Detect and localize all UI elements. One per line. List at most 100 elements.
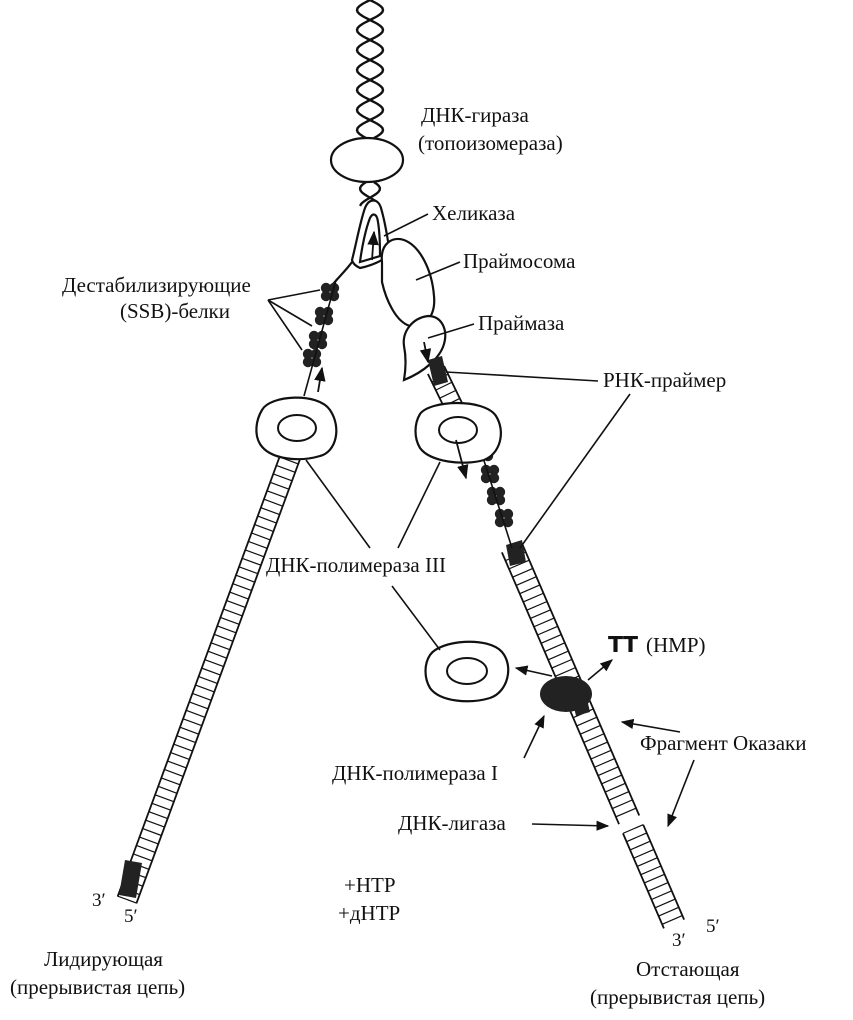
lagging-strand-label: Отстающая <box>636 957 740 981</box>
base-pair-rung <box>587 741 608 752</box>
base-pair-rung <box>185 709 206 718</box>
ssb-protein-lobe <box>502 516 514 528</box>
base-pair-rung <box>597 766 619 777</box>
lagging-strand-label-sub: (прерывистая цепь) <box>590 985 765 1009</box>
pol3-label: ДНК-полимераза III <box>266 553 446 577</box>
base-pair-rung <box>515 576 537 586</box>
base-pair-rung <box>207 650 227 659</box>
pol3-release-arrow <box>514 665 553 677</box>
base-pair-rung <box>661 915 683 925</box>
base-pair-rung <box>201 667 221 676</box>
ssb-protein-lobe <box>486 494 498 506</box>
base-pair-rung <box>238 566 259 575</box>
helix-strand-a <box>355 0 385 140</box>
base-pair-rung <box>601 774 623 785</box>
nmp-label: (НМР) <box>646 633 706 657</box>
leading-strand-label: Лидирующая <box>44 947 163 971</box>
base-pair-rung <box>651 890 672 901</box>
helicase-label: Хеликаза <box>432 201 516 225</box>
strand-rail <box>116 448 284 897</box>
leading-3prime-label: 3′ <box>92 890 106 911</box>
base-pair-rung <box>533 617 555 628</box>
base-pair-rung <box>195 684 215 693</box>
dna-polymerase-iii-right <box>414 401 502 464</box>
base-pair-rung <box>276 464 296 473</box>
dna-polymerase-i-shape <box>540 676 592 712</box>
base-pair-rung <box>622 824 644 834</box>
ssb-protein-lobe <box>488 472 500 484</box>
base-pair-rung <box>220 616 240 625</box>
base-pair-rung <box>640 865 662 876</box>
ssb-protein-lobe <box>488 464 500 476</box>
base-pair-rung <box>176 735 196 744</box>
ssb-leader-3 <box>267 299 303 351</box>
base-pair-rung <box>223 608 243 617</box>
base-pair-rung <box>226 599 246 609</box>
primase-label: Праймаза <box>478 311 565 335</box>
base-pair-rung <box>604 782 626 793</box>
leading-template-single-strand <box>303 279 337 397</box>
rna-primer-leader-1 <box>445 371 599 382</box>
helix-lower-strand-a <box>359 181 382 207</box>
rna-primer-leader-2 <box>519 393 631 549</box>
dna-gyrase-shape <box>329 136 405 184</box>
okazaki-leader-2 <box>667 759 695 828</box>
base-pair-rung <box>580 724 601 735</box>
base-pair-rung <box>526 600 548 611</box>
okazaki-label: Фрагмент Оказаки <box>640 731 806 755</box>
ssb-protein-lobe <box>308 338 320 350</box>
ssb-label-sub: (SSB)-белки <box>120 299 230 323</box>
base-pair-rung <box>179 726 199 735</box>
lagging-rna-primer-top <box>428 356 448 386</box>
base-pair-rung <box>537 625 558 636</box>
base-pair-rung <box>117 895 137 904</box>
base-pair-rung <box>530 609 551 620</box>
ssb-protein-lobe <box>494 486 506 498</box>
dntp-label: +дНТР <box>338 901 400 925</box>
base-pair-rung <box>266 490 287 499</box>
base-pair-rung <box>235 574 255 583</box>
base-pair-rung <box>164 768 184 777</box>
strand-rail <box>622 833 665 929</box>
direction-arrows <box>314 230 469 480</box>
primosome-leader <box>415 261 461 281</box>
lagging-strand <box>427 356 685 929</box>
ssb-protein-lobe <box>320 290 332 302</box>
base-pair-rung <box>594 757 615 768</box>
base-pair-rung <box>257 515 277 524</box>
base-pair-rung <box>136 844 156 853</box>
base-pair-rung <box>260 507 280 516</box>
base-pair-rung <box>658 906 680 917</box>
primase-leader <box>427 323 475 339</box>
ssb-protein-lobe <box>302 348 314 360</box>
helicase-leader <box>383 213 429 237</box>
dna-polymerase-iii-left <box>255 396 338 461</box>
okazaki-leader-1 <box>620 718 681 733</box>
parental-double-helix <box>355 0 385 207</box>
dna-polymerase-iii-released <box>424 640 510 703</box>
ssb-leader-1 <box>267 289 321 301</box>
lagging-5prime-label: 5′ <box>706 916 720 937</box>
pol3-leader-3 <box>391 585 441 651</box>
base-pair-rung <box>254 523 274 533</box>
base-pair-rung <box>154 794 175 803</box>
leading-strand <box>116 448 303 904</box>
lagging-3prime-label: 3′ <box>672 930 686 951</box>
pol3-leader-1 <box>305 459 371 549</box>
base-pair-rung <box>544 642 566 653</box>
ligase-label: ДНК-лигаза <box>398 811 506 835</box>
base-pair-rung <box>229 591 249 600</box>
ssb-protein-lobe <box>302 356 314 368</box>
base-pair-rung <box>148 811 168 820</box>
base-pair-rung <box>170 752 190 761</box>
ntp-label: +НТР <box>344 873 396 897</box>
pol1-label: ДНК-полимераза I <box>332 761 498 785</box>
base-pair-rung <box>151 802 171 811</box>
leading-strand-label-sub: (прерывистая цепь) <box>10 975 185 999</box>
leading-rna-primer <box>119 860 142 898</box>
base-pair-rung <box>189 701 209 710</box>
strand-rail <box>642 824 685 921</box>
base-pair-rung <box>273 473 293 482</box>
base-pair-rung <box>192 692 212 701</box>
base-pair-rung <box>263 498 283 507</box>
